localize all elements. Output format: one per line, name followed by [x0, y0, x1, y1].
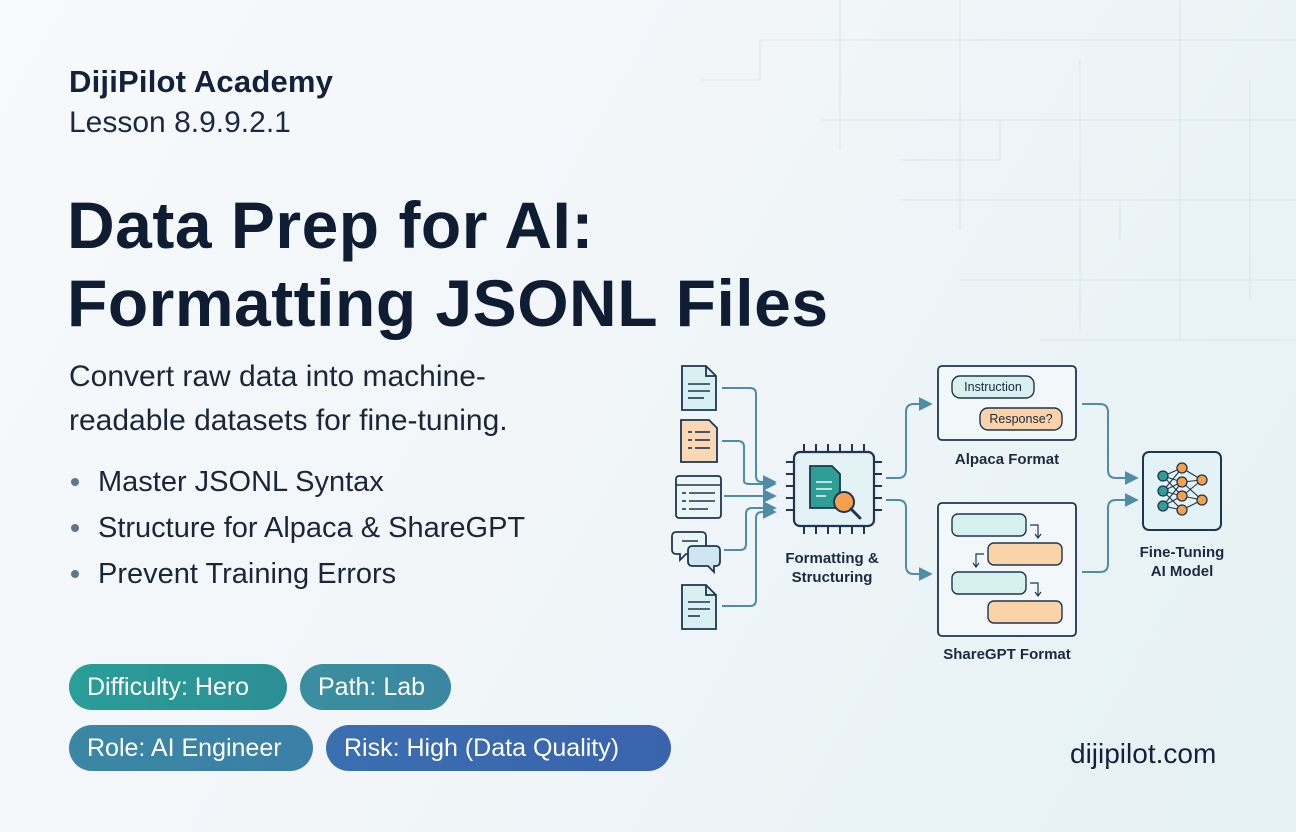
academy-name: DijiPilot Academy [69, 64, 334, 99]
title-line-1: Data Prep for AI: [67, 188, 594, 262]
subtitle-line-2: readable datasets for fine-tuning. [69, 404, 508, 437]
bullet-dot-icon [71, 478, 79, 486]
title-line-2: Formatting JSONL Files [67, 266, 829, 340]
browser-window-icon [675, 475, 722, 519]
path-badge: Path: Lab [300, 664, 451, 710]
chat-bubbles-icon [671, 531, 721, 575]
lesson-number: Lesson 8.9.9.2.1 [69, 106, 291, 139]
site-url: dijipilot.com [1070, 738, 1217, 769]
code-document-icon [681, 584, 717, 630]
bullet-text: Structure for Alpaca & ShareGPT [98, 512, 526, 544]
alpaca-format-label: Alpaca Format [955, 451, 1059, 468]
bullet-item: Structure for Alpaca & ShareGPT [69, 505, 525, 551]
format-arrows [886, 397, 933, 581]
alpaca-response-text: Response? [989, 412, 1052, 426]
bullet-text: Master JSONL Syntax [98, 466, 384, 498]
bullet-dot-icon [71, 524, 79, 532]
subtitle-line-1: Convert raw data into machine- [69, 360, 486, 393]
difficulty-badge: Difficulty: Hero [69, 664, 287, 710]
bullet-item: Master JSONL Syntax [69, 459, 525, 505]
sharegpt-format-label: ShareGPT Format [943, 646, 1071, 663]
model-label-1: Fine-Tuning [1140, 544, 1225, 561]
model-arrows [1082, 403, 1139, 573]
bullet-list: Master JSONL Syntax Structure for Alpaca… [69, 459, 525, 597]
model-label-2: AI Model [1151, 563, 1214, 580]
alpaca-instruction-text: Instruction [964, 380, 1022, 394]
risk-badge: Risk: High (Data Quality) [326, 725, 671, 771]
processor-label-1: Formatting & [785, 550, 878, 567]
neural-network-icon [1142, 451, 1222, 531]
input-arrows [722, 387, 777, 607]
processor-label-2: Structuring [792, 569, 873, 586]
text-document-icon [681, 365, 717, 411]
page-title: Data Prep for AI: Formatting JSONL Files [67, 186, 829, 342]
role-badge: Role: AI Engineer [69, 725, 313, 771]
subtitle: Convert raw data into machine- readable … [69, 355, 629, 443]
bullet-text: Prevent Training Errors [98, 558, 397, 590]
bullet-dot-icon [71, 570, 79, 578]
alpaca-format-panel: Instruction Response? [937, 365, 1077, 441]
bullet-item: Prevent Training Errors [69, 551, 525, 597]
processor-chip-icon [786, 444, 882, 534]
list-document-icon [680, 419, 718, 463]
sharegpt-format-panel [937, 502, 1077, 637]
